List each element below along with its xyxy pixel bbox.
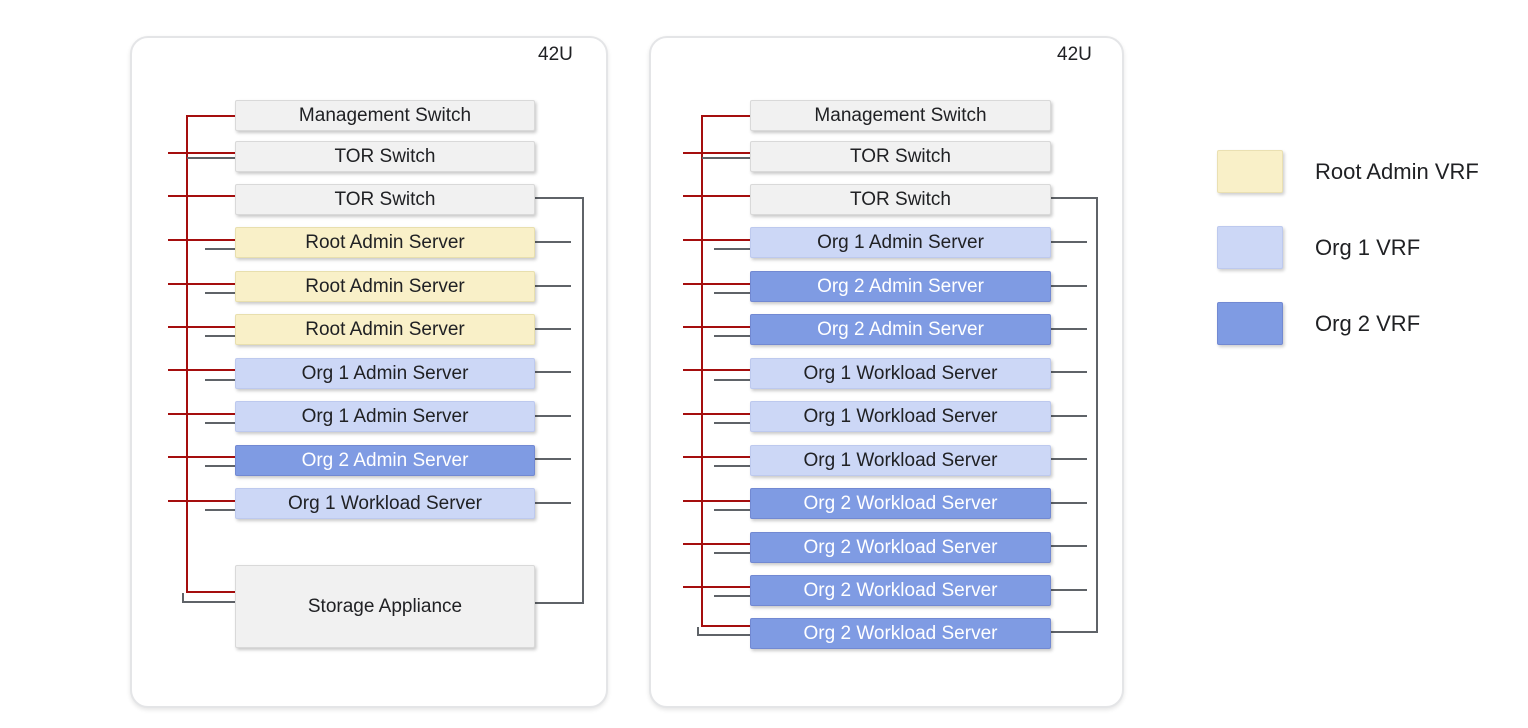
rack1-tor-switch-2: TOR Switch <box>235 184 535 215</box>
rack1-storage-appliance: Storage Appliance <box>235 565 535 648</box>
rack2-org1-workload-server-3: Org 1 Workload Server <box>750 445 1051 476</box>
rack1-root-admin-server-2: Root Admin Server <box>235 271 535 302</box>
rack2-org2-admin-server-2: Org 2 Admin Server <box>750 314 1051 345</box>
rack2-org2-workload-server-4: Org 2 Workload Server <box>750 618 1051 649</box>
legend-label-org2-vrf: Org 2 VRF <box>1315 310 1421 336</box>
rack1-org2-admin-server: Org 2 Admin Server <box>235 445 535 476</box>
legend-item-root-admin-vrf: Root Admin VRF <box>1217 150 1479 193</box>
rack2-org2-workload-server-2: Org 2 Workload Server <box>750 532 1051 563</box>
rack2-org1-workload-server-1: Org 1 Workload Server <box>750 358 1051 389</box>
rack2-org1-admin-server: Org 1 Admin Server <box>750 227 1051 258</box>
legend-swatch-org2-vrf <box>1217 302 1283 345</box>
rack1-org1-workload-server: Org 1 Workload Server <box>235 488 535 519</box>
legend-item-org2-vrf: Org 2 VRF <box>1217 302 1420 345</box>
rack-2-capacity-label: 42U <box>1057 44 1092 65</box>
rack2-tor-switch-2: TOR Switch <box>750 184 1051 215</box>
rack2-org2-workload-server-3: Org 2 Workload Server <box>750 575 1051 606</box>
rack-1-capacity-label: 42U <box>538 44 573 65</box>
legend-label-root-admin-vrf: Root Admin VRF <box>1315 158 1479 184</box>
rack1-tor-switch-1: TOR Switch <box>235 141 535 172</box>
rack2-org2-admin-server-1: Org 2 Admin Server <box>750 271 1051 302</box>
legend-swatch-org1-vrf <box>1217 226 1283 269</box>
rack2-org1-workload-server-2: Org 1 Workload Server <box>750 401 1051 432</box>
rack2-management-switch: Management Switch <box>750 100 1051 131</box>
legend-item-org1-vrf: Org 1 VRF <box>1217 226 1420 269</box>
rack1-management-switch: Management Switch <box>235 100 535 131</box>
rack2-org2-workload-server-1: Org 2 Workload Server <box>750 488 1051 519</box>
rack1-root-admin-server-3: Root Admin Server <box>235 314 535 345</box>
legend-swatch-root-admin-vrf <box>1217 150 1283 193</box>
legend-label-org1-vrf: Org 1 VRF <box>1315 234 1421 260</box>
rack1-root-admin-server-1: Root Admin Server <box>235 227 535 258</box>
rack1-org1-admin-server-1: Org 1 Admin Server <box>235 358 535 389</box>
rack1-org1-admin-server-2: Org 1 Admin Server <box>235 401 535 432</box>
rack2-tor-switch-1: TOR Switch <box>750 141 1051 172</box>
